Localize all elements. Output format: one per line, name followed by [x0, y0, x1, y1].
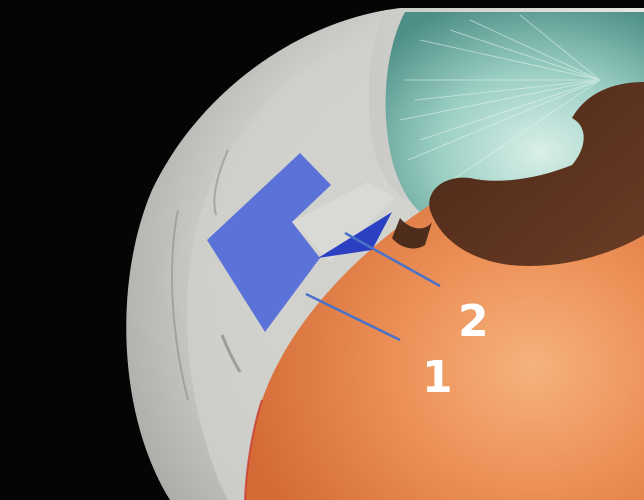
- callout-label-1: 1: [422, 352, 453, 403]
- callout-label-2: 2: [458, 296, 489, 347]
